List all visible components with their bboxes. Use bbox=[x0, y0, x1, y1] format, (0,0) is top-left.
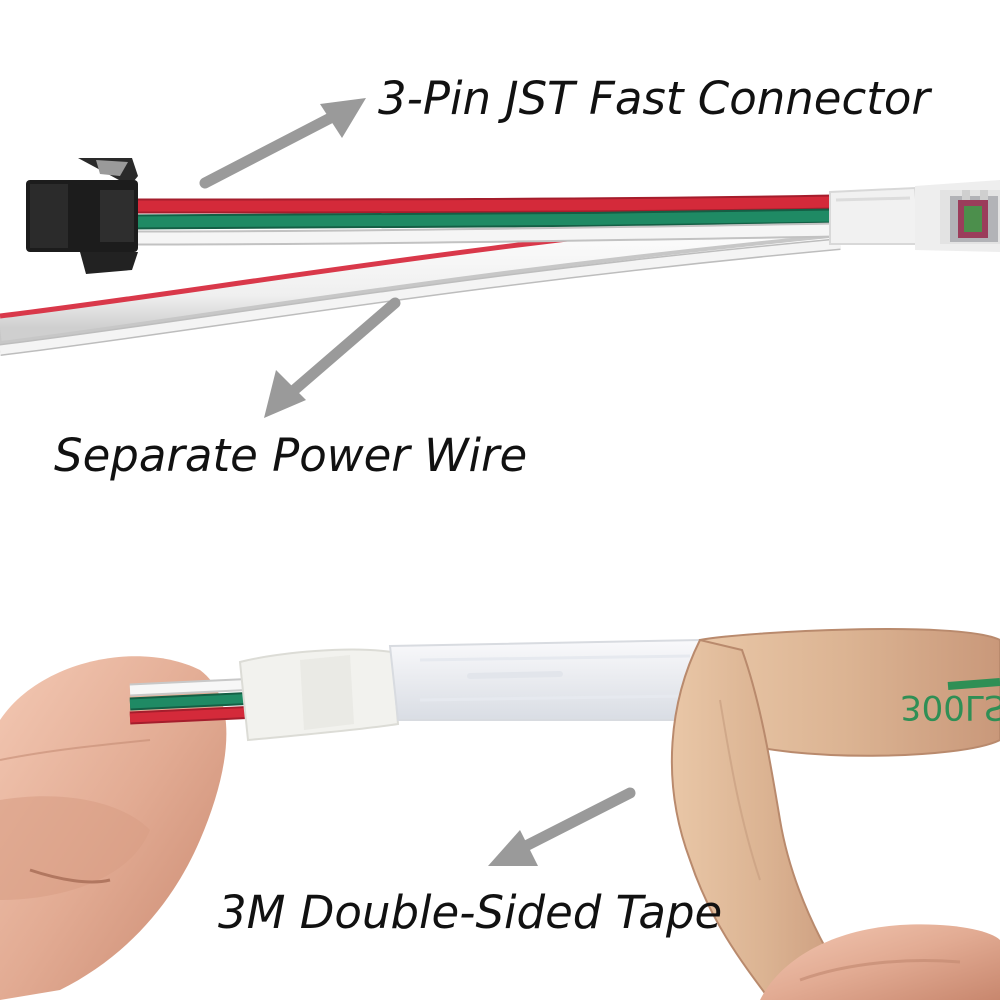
arrow-icon bbox=[488, 787, 636, 866]
hand-wires bbox=[129, 677, 259, 725]
tape-print: 300LSE bbox=[900, 687, 1000, 727]
top-cable-assembly bbox=[0, 158, 1000, 356]
strip-end bbox=[829, 180, 1000, 252]
arrow-icon bbox=[199, 98, 366, 189]
ribbon-wires bbox=[129, 194, 836, 246]
arrow-icon bbox=[264, 297, 401, 418]
end-cap bbox=[238, 648, 400, 742]
bottom-assembly: 300LSE bbox=[0, 628, 1000, 1000]
left-hand bbox=[0, 656, 227, 1000]
tape-backing: 300LSE bbox=[670, 628, 1000, 1000]
power-wire-callout: Separate Power Wire bbox=[54, 429, 528, 482]
right-hand bbox=[760, 924, 1000, 1000]
connector-callout: 3-Pin JST Fast Connector bbox=[378, 72, 930, 125]
tape-callout: 3M Double-Sided Tape bbox=[218, 886, 723, 939]
led-strip bbox=[388, 638, 707, 721]
jst-connector bbox=[26, 158, 138, 274]
